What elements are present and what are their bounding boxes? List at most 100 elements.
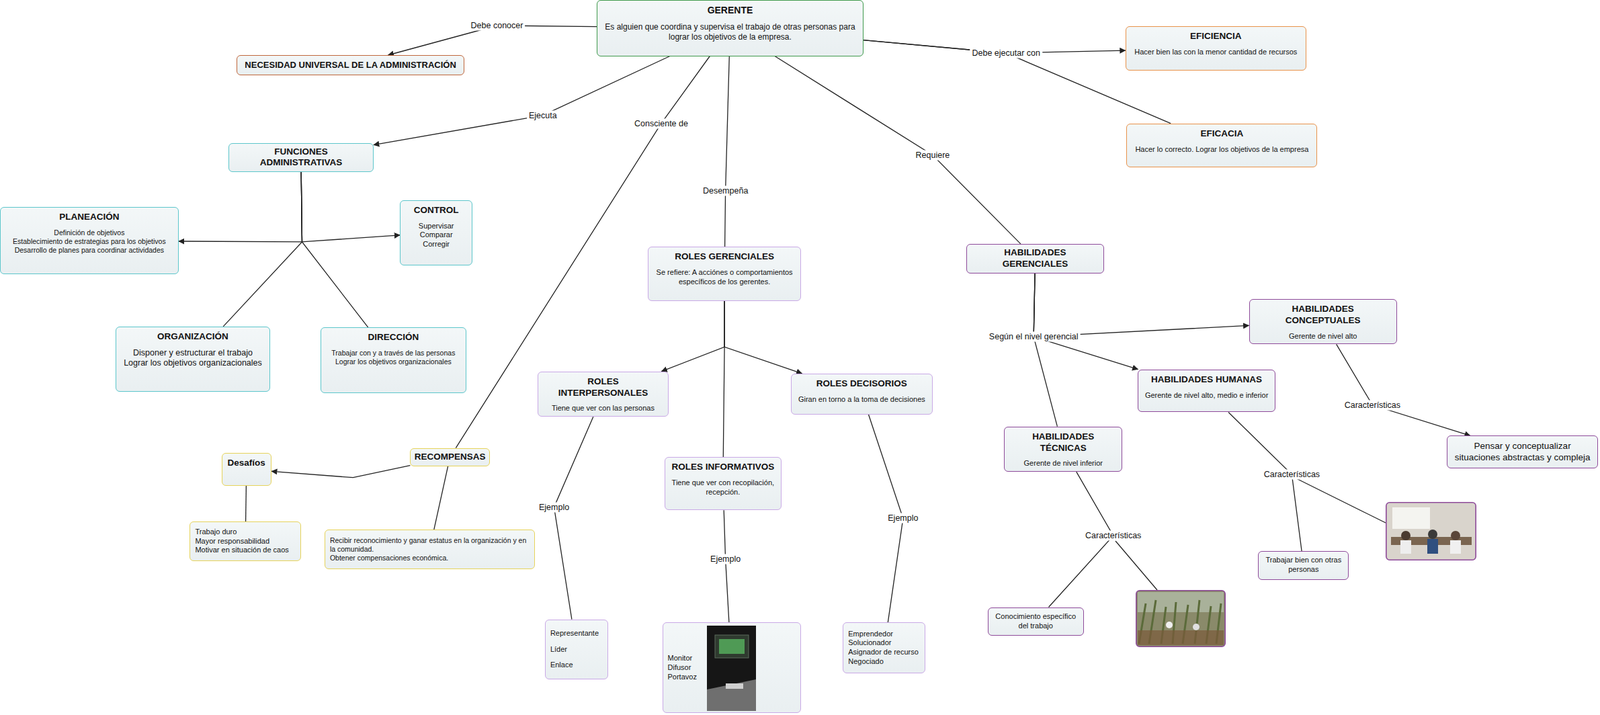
body-text: Asignador de recurso bbox=[848, 647, 919, 658]
connector bbox=[301, 172, 400, 242]
body-text: Gerente de nivel alto, medio e inferior bbox=[1145, 391, 1269, 401]
heading-text: CONTROL bbox=[413, 204, 459, 217]
body-text: Trabajar con y a través de las personas bbox=[331, 348, 455, 358]
body-text: Emprendedor bbox=[848, 629, 894, 640]
concept-box: PLANEACIÓNDefinición de objetivosEstable… bbox=[0, 206, 179, 275]
body-text: Supervisar bbox=[418, 221, 455, 232]
person-body bbox=[1450, 540, 1461, 554]
person bbox=[1427, 529, 1438, 539]
concept-box: DIRECCIÓN Trabajar con y a través de las … bbox=[320, 327, 467, 393]
edge-label: Requiere bbox=[913, 149, 953, 160]
heading-text: GERENTE bbox=[707, 4, 754, 17]
heading-text: HABILIDADES TÉCNICAS bbox=[1009, 431, 1117, 455]
photo-bg bbox=[706, 625, 756, 711]
body-text: Establecimiento de estrategias para los … bbox=[12, 237, 166, 246]
body-text: Conocimiento específico del trabajo bbox=[993, 612, 1079, 631]
edge-label: Debe conocer bbox=[469, 20, 526, 31]
connector bbox=[223, 172, 302, 327]
heading-text: HABILIDADES HUMANAS bbox=[1151, 374, 1262, 386]
ground bbox=[1137, 630, 1224, 646]
concept-box: HABILIDADES TÉCNICAS Gerente de nivel inf… bbox=[1003, 426, 1123, 473]
concept-box: Conocimiento específico del trabajo bbox=[987, 607, 1084, 637]
connector bbox=[1336, 344, 1471, 436]
concept-box: Trabajo duroMayor responsabilidadMotivar… bbox=[189, 521, 302, 562]
heading-text: ROLES INFORMATIVOS bbox=[671, 461, 775, 474]
connector bbox=[1228, 412, 1302, 552]
concept-box: RECOMPENSAS bbox=[409, 448, 490, 467]
concept-box: GERENTEEs alguien que coordina y supervi… bbox=[596, 0, 863, 57]
field-photo bbox=[1135, 590, 1226, 648]
body-text: Tiene que ver con las personas bbox=[551, 403, 655, 414]
person-body bbox=[1427, 538, 1439, 554]
connector bbox=[301, 172, 369, 328]
body-text: Lograr los objetivos organizacionales bbox=[335, 357, 452, 367]
body-text: Obtener compensaciones económica. bbox=[329, 553, 449, 563]
concept-box: ROLES GERENCIALES Se refiere: A acciónes … bbox=[647, 246, 802, 301]
edge-label: Ejemplo bbox=[536, 501, 572, 513]
connector bbox=[774, 56, 1021, 244]
heading-text: ROLES DECISORIOS bbox=[816, 378, 908, 390]
body-text: Tiene que ver con recopilación, recepció… bbox=[669, 478, 777, 498]
connector bbox=[1033, 273, 1138, 370]
concept-box: ROLES INFORMATIVOS Tiene que ver con reco… bbox=[664, 456, 783, 511]
concept-box: HABILIDADES CONCEPTUALESGerente de nivel… bbox=[1249, 299, 1398, 345]
concept-box: RepresentanteLíderEnlace bbox=[544, 619, 609, 681]
edge-label: Características bbox=[1261, 469, 1322, 480]
body-text: Comparar bbox=[419, 230, 453, 240]
heading-text: DIRECCIÓN bbox=[367, 331, 419, 344]
concept-box: Desafíos bbox=[221, 452, 272, 486]
edge-label: Características bbox=[1342, 399, 1403, 410]
body-text: Difusor bbox=[667, 663, 692, 673]
connector bbox=[245, 485, 247, 522]
concept-box: HABILIDADES HUMANAS Gerente de nivel alto… bbox=[1137, 369, 1276, 413]
desk bbox=[706, 679, 756, 711]
connector bbox=[554, 416, 594, 620]
body-text: Corregir bbox=[422, 239, 450, 250]
body-text: Se refiere: A acciónes o comportamientos… bbox=[653, 268, 796, 287]
concept-box: HABILIDADES GERENCIALES bbox=[966, 243, 1105, 274]
edge-label: Ejemplo bbox=[708, 554, 743, 565]
heading-text: FUNCIONES ADMINISTRATIVAS bbox=[233, 146, 369, 170]
body-text: Portavoz bbox=[667, 672, 697, 683]
concept-box: EFICACIAHacer lo correcto. Lograr los ob… bbox=[1126, 123, 1318, 168]
person bbox=[1450, 530, 1461, 541]
concept-box: Pensar y conceptualizar situaciones abst… bbox=[1446, 435, 1598, 469]
heading-text: ORGANIZACIÓN bbox=[157, 331, 229, 343]
body-text: Gerente de nivel inferior bbox=[1024, 458, 1103, 469]
edge-label: Según el nivel gerencial bbox=[987, 331, 1081, 343]
edge-label: Debe ejecutar con bbox=[970, 47, 1043, 58]
body-text: Hacer lo correcto. Lograr los objetivos … bbox=[1134, 145, 1309, 155]
body-text: Disponer y estructurar el trabajo bbox=[133, 348, 253, 359]
edge-label: Características bbox=[1083, 530, 1144, 541]
connector bbox=[724, 301, 803, 374]
photo-bg bbox=[1386, 502, 1476, 560]
body-text: Trabajar bien con otras personas bbox=[1263, 555, 1344, 575]
body-text: Solucionador bbox=[848, 638, 892, 648]
heading-text: ROLES GERENCIALES bbox=[674, 251, 775, 263]
person-body bbox=[1400, 540, 1412, 554]
concept-box: Trabajar bien con otras personas bbox=[1257, 551, 1349, 580]
concept-box: ORGANIZACIÓN Disponer y estructurar el tr… bbox=[115, 326, 271, 392]
body-text: Giran en torno a la toma de decisiones bbox=[798, 395, 926, 405]
body-text: Motivar en situación de caos bbox=[194, 545, 289, 556]
leader-line bbox=[1293, 477, 1386, 523]
connector bbox=[863, 40, 1172, 124]
leader-line bbox=[1115, 540, 1158, 591]
meeting-photo bbox=[1385, 501, 1477, 561]
heading-text: ROLES INTERPERSONALES bbox=[542, 376, 663, 400]
screen-glow bbox=[719, 639, 745, 654]
concept-box: Recibir reconocimiento y ganar estatus e… bbox=[324, 529, 535, 570]
concept-box: CONTROL SupervisarCompararCorregir bbox=[399, 200, 473, 266]
heading-text: Desafíos bbox=[227, 457, 266, 470]
body-text: Enlace bbox=[550, 660, 574, 670]
connector bbox=[725, 56, 730, 248]
connector bbox=[661, 301, 725, 372]
concept-box: ROLES INTERPERSONALES Tiene que ver con l… bbox=[537, 371, 668, 418]
heading-text: HABILIDADES CONCEPTUALES bbox=[1254, 303, 1392, 327]
body-text: Recibir reconocimiento y ganar estatus e… bbox=[329, 536, 530, 554]
body-text: Negociado bbox=[848, 657, 884, 667]
connector bbox=[1033, 273, 1058, 427]
photo-bg bbox=[1136, 590, 1226, 647]
edge-label: Ejemplo bbox=[885, 513, 920, 524]
